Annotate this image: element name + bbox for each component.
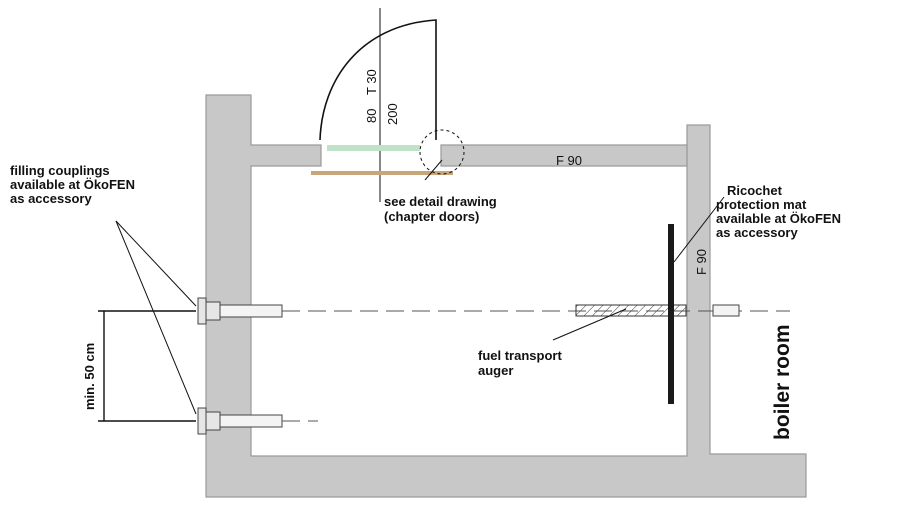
see-detail-line-1: see detail drawing: [384, 194, 497, 209]
filling-couplings-line-3: as accessory: [10, 191, 92, 206]
door-frame-green: [327, 145, 420, 151]
walls: [205, 94, 807, 498]
door: 80 T 30 200: [311, 8, 465, 202]
fuel-auger-line-1: fuel transport: [478, 348, 562, 363]
see-detail-label: see detail drawing (chapter doors): [384, 194, 500, 224]
ricochet-line-1: Ricochet: [727, 183, 783, 198]
left-wall-and-floor: [205, 94, 807, 498]
detail-circle-icon: [419, 129, 465, 175]
door-width-label: 80: [364, 109, 379, 123]
auger-icon: [575, 304, 740, 317]
filling-couplings-line-1: filling couplings: [10, 163, 110, 178]
ricochet-mat-label: Ricochet protection mat available at Öko…: [716, 183, 845, 240]
right-wall-rating: F 90: [694, 249, 709, 275]
filling-couplings-label: filling couplings available at ÖkoFEN as…: [10, 163, 197, 415]
ricochet-mat: [668, 224, 674, 404]
auger-leader: [552, 308, 627, 341]
ricochet-leader: [673, 196, 725, 263]
boiler-room-label: boiler room: [771, 324, 794, 440]
detail-leader: [424, 159, 443, 181]
ricochet-line-4: as accessory: [716, 225, 798, 240]
auger-outlet: [712, 304, 740, 317]
fuel-auger-label: fuel transport auger: [478, 348, 565, 378]
min-distance-label: min. 50 cm: [82, 343, 97, 410]
filling-couplings-line-2: available at ÖkoFEN: [10, 177, 135, 192]
ricochet-line-3: available at ÖkoFEN: [716, 211, 841, 226]
top-wall-rating: F 90: [556, 153, 582, 168]
door-swing-arc: [319, 19, 437, 141]
ricochet-line-2: protection mat: [716, 197, 807, 212]
svg-text:filling couplings availa: filling couplings available at ÖkoFEN as…: [10, 163, 139, 206]
coupling-leader-bottom: [115, 220, 197, 415]
fuel-auger-line-2: auger: [478, 363, 513, 378]
coupling-leader-top: [115, 220, 197, 307]
top-wall-right: [440, 144, 688, 167]
see-detail-line-2: (chapter doors): [384, 209, 479, 224]
door-threshold-tan: [311, 171, 453, 175]
min-distance-dimension: [98, 310, 196, 422]
door-height-label: 200: [385, 103, 400, 125]
filling-coupling-icon: [197, 407, 283, 435]
door-rating-label: T 30: [364, 69, 379, 95]
auger-tube: [575, 304, 687, 317]
